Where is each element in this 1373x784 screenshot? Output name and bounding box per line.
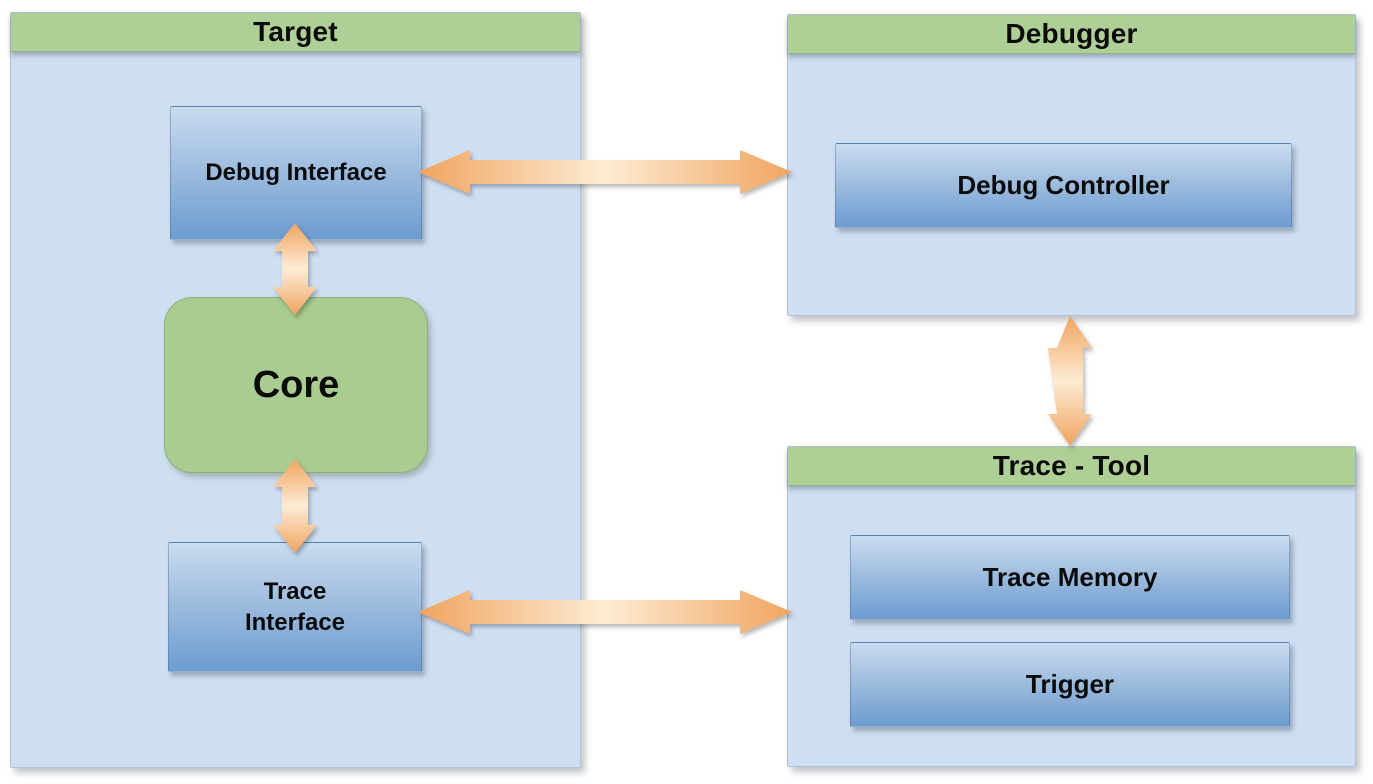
- arrow-debugger-trace-tool-icon: [1048, 316, 1092, 446]
- node-core: Core: [164, 297, 428, 473]
- panel-target-header: Target: [11, 13, 580, 52]
- node-debug-interface: Debug Interface: [170, 106, 422, 240]
- panel-trace-tool-title: Trace - Tool: [992, 450, 1151, 481]
- arrow-debug-interface-debugger-icon: [418, 150, 792, 194]
- panel-trace-tool-header: Trace - Tool: [788, 447, 1355, 486]
- node-core-label: Core: [252, 363, 340, 406]
- panel-target-title: Target: [253, 16, 338, 47]
- node-trace-memory: Trace Memory: [850, 535, 1290, 620]
- node-trace-memory-label: Trace Memory: [982, 562, 1158, 592]
- node-debug-controller: Debug Controller: [835, 143, 1292, 228]
- node-debug-controller-label: Debug Controller: [957, 170, 1170, 200]
- node-debug-interface-label: Debug Interface: [205, 159, 387, 186]
- node-trace-interface-label: Trace Interface: [244, 577, 346, 636]
- arrow-debug-interface-core-icon: [273, 223, 317, 315]
- node-trigger: Trigger: [850, 642, 1290, 727]
- arrow-core-trace-interface-icon: [273, 459, 317, 553]
- panel-debugger-title: Debugger: [1005, 18, 1138, 49]
- node-trace-interface: Trace Interface: [168, 542, 422, 672]
- arrow-trace-interface-trace-tool-icon: [418, 590, 792, 634]
- node-trigger-label: Trigger: [1025, 669, 1115, 699]
- panel-debugger-header: Debugger: [788, 15, 1355, 54]
